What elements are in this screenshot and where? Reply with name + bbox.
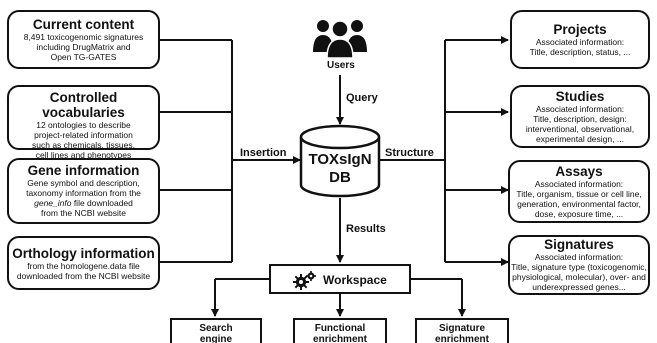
projects-box: Projects Associated information: Title, … [510,10,650,69]
signatures-line: Title, signature type (toxicogenomic, [511,262,647,272]
functional-enrichment-box[interactable]: Functional enrichment [293,318,387,343]
assays-title: Assays [555,164,603,179]
assays-line: generation, environmental factor, [517,199,641,209]
gene-information-title: Gene information [27,163,140,178]
signatures-line: underexpressed genes... [532,282,626,292]
database-title: TOXsIgN DB [301,151,379,187]
functional-enrichment-label: enrichment [313,334,367,343]
current-content-line: Open TG-GATES [50,52,117,62]
projects-line: Title, description, status, ... [529,47,631,57]
database-cylinder [299,124,381,198]
gene-information-line-suffix: file downloaded [71,198,133,208]
users-label: Users [327,60,355,71]
current-content-line: including DrugMatrix and [36,42,131,52]
signatures-title: Signatures [544,237,614,252]
projects-line: Associated information: [535,37,625,47]
gene-information-line: gene_info file downloaded [9,198,158,208]
controlled-vocabularies-line: project-related information [34,130,133,140]
current-content-box: Current content 8,491 toxicogenomic sign… [7,10,160,69]
projects-title: Projects [553,22,607,37]
insertion-label: Insertion [240,147,287,159]
assays-box: Assays Associated information: Title, or… [508,160,650,223]
signatures-box: Signatures Associated information: Title… [508,235,650,295]
workspace-label: Workspace [323,273,387,287]
studies-line: Associated information: [535,104,625,114]
signature-enrichment-box[interactable]: Signature enrichment [415,318,509,343]
signatures-line: Associated information: [534,252,624,262]
database-title-line: DB [329,169,351,186]
controlled-vocabularies-title: Controlled vocabularies [42,90,125,120]
query-label: Query [346,92,378,104]
current-content-title: Current content [32,17,135,32]
studies-title: Studies [555,89,605,104]
controlled-vocabularies-line: 12 ontologies to describe [36,120,131,130]
search-engine-box[interactable]: Search engine [170,318,262,343]
controlled-vocabularies-line: such as chemicals, tissues, [32,140,135,150]
results-label: Results [346,223,386,235]
signature-enrichment-label: Signature [438,323,486,334]
database-title-line: TOXsIgN [308,151,372,168]
structure-label: Structure [385,147,434,159]
signatures-line: physiological, molecular), over- and [512,272,646,282]
search-engine-label: engine [199,334,233,343]
gene-information-box: Gene information Gene symbol and descrip… [7,158,160,224]
users-icon [313,20,367,59]
studies-line: experimental design, ... [536,134,624,144]
functional-enrichment-label: Functional [314,323,366,334]
orthology-information-line: downloaded from the NCBI website [16,271,151,281]
search-engine-label: Search [199,323,233,334]
assays-line: Associated information: [534,179,624,189]
controlled-vocabularies-box: Controlled vocabularies 12 ontologies to… [7,85,160,160]
studies-line: Title, description, design: [533,114,627,124]
gene-info-filename: gene_info [34,198,72,208]
controlled-vocabularies-line: cell lines and phenotypes [35,150,132,160]
studies-box: Studies Associated information: Title, d… [510,85,650,148]
gene-information-line: Gene symbol and description, [27,178,140,188]
signature-enrichment-label: enrichment [435,334,489,343]
studies-line: interventional, observational, [525,124,635,134]
orthology-information-line: from the homologene.data file [27,261,140,271]
gene-information-line: from the NCBI website [40,208,127,218]
assays-line: Title, organism, tissue or cell line, [516,189,642,199]
current-content-line: 8,491 toxicogenomic signatures [23,32,144,42]
orthology-information-title: Orthology information [12,246,155,261]
assays-line: dose, exposure time, ... [534,209,624,219]
workspace-box[interactable]: Workspace [269,264,411,294]
gene-information-line: taxonomy information from the [26,188,141,198]
orthology-information-box: Orthology information from the homologen… [7,236,160,290]
gears-icon [293,271,316,290]
